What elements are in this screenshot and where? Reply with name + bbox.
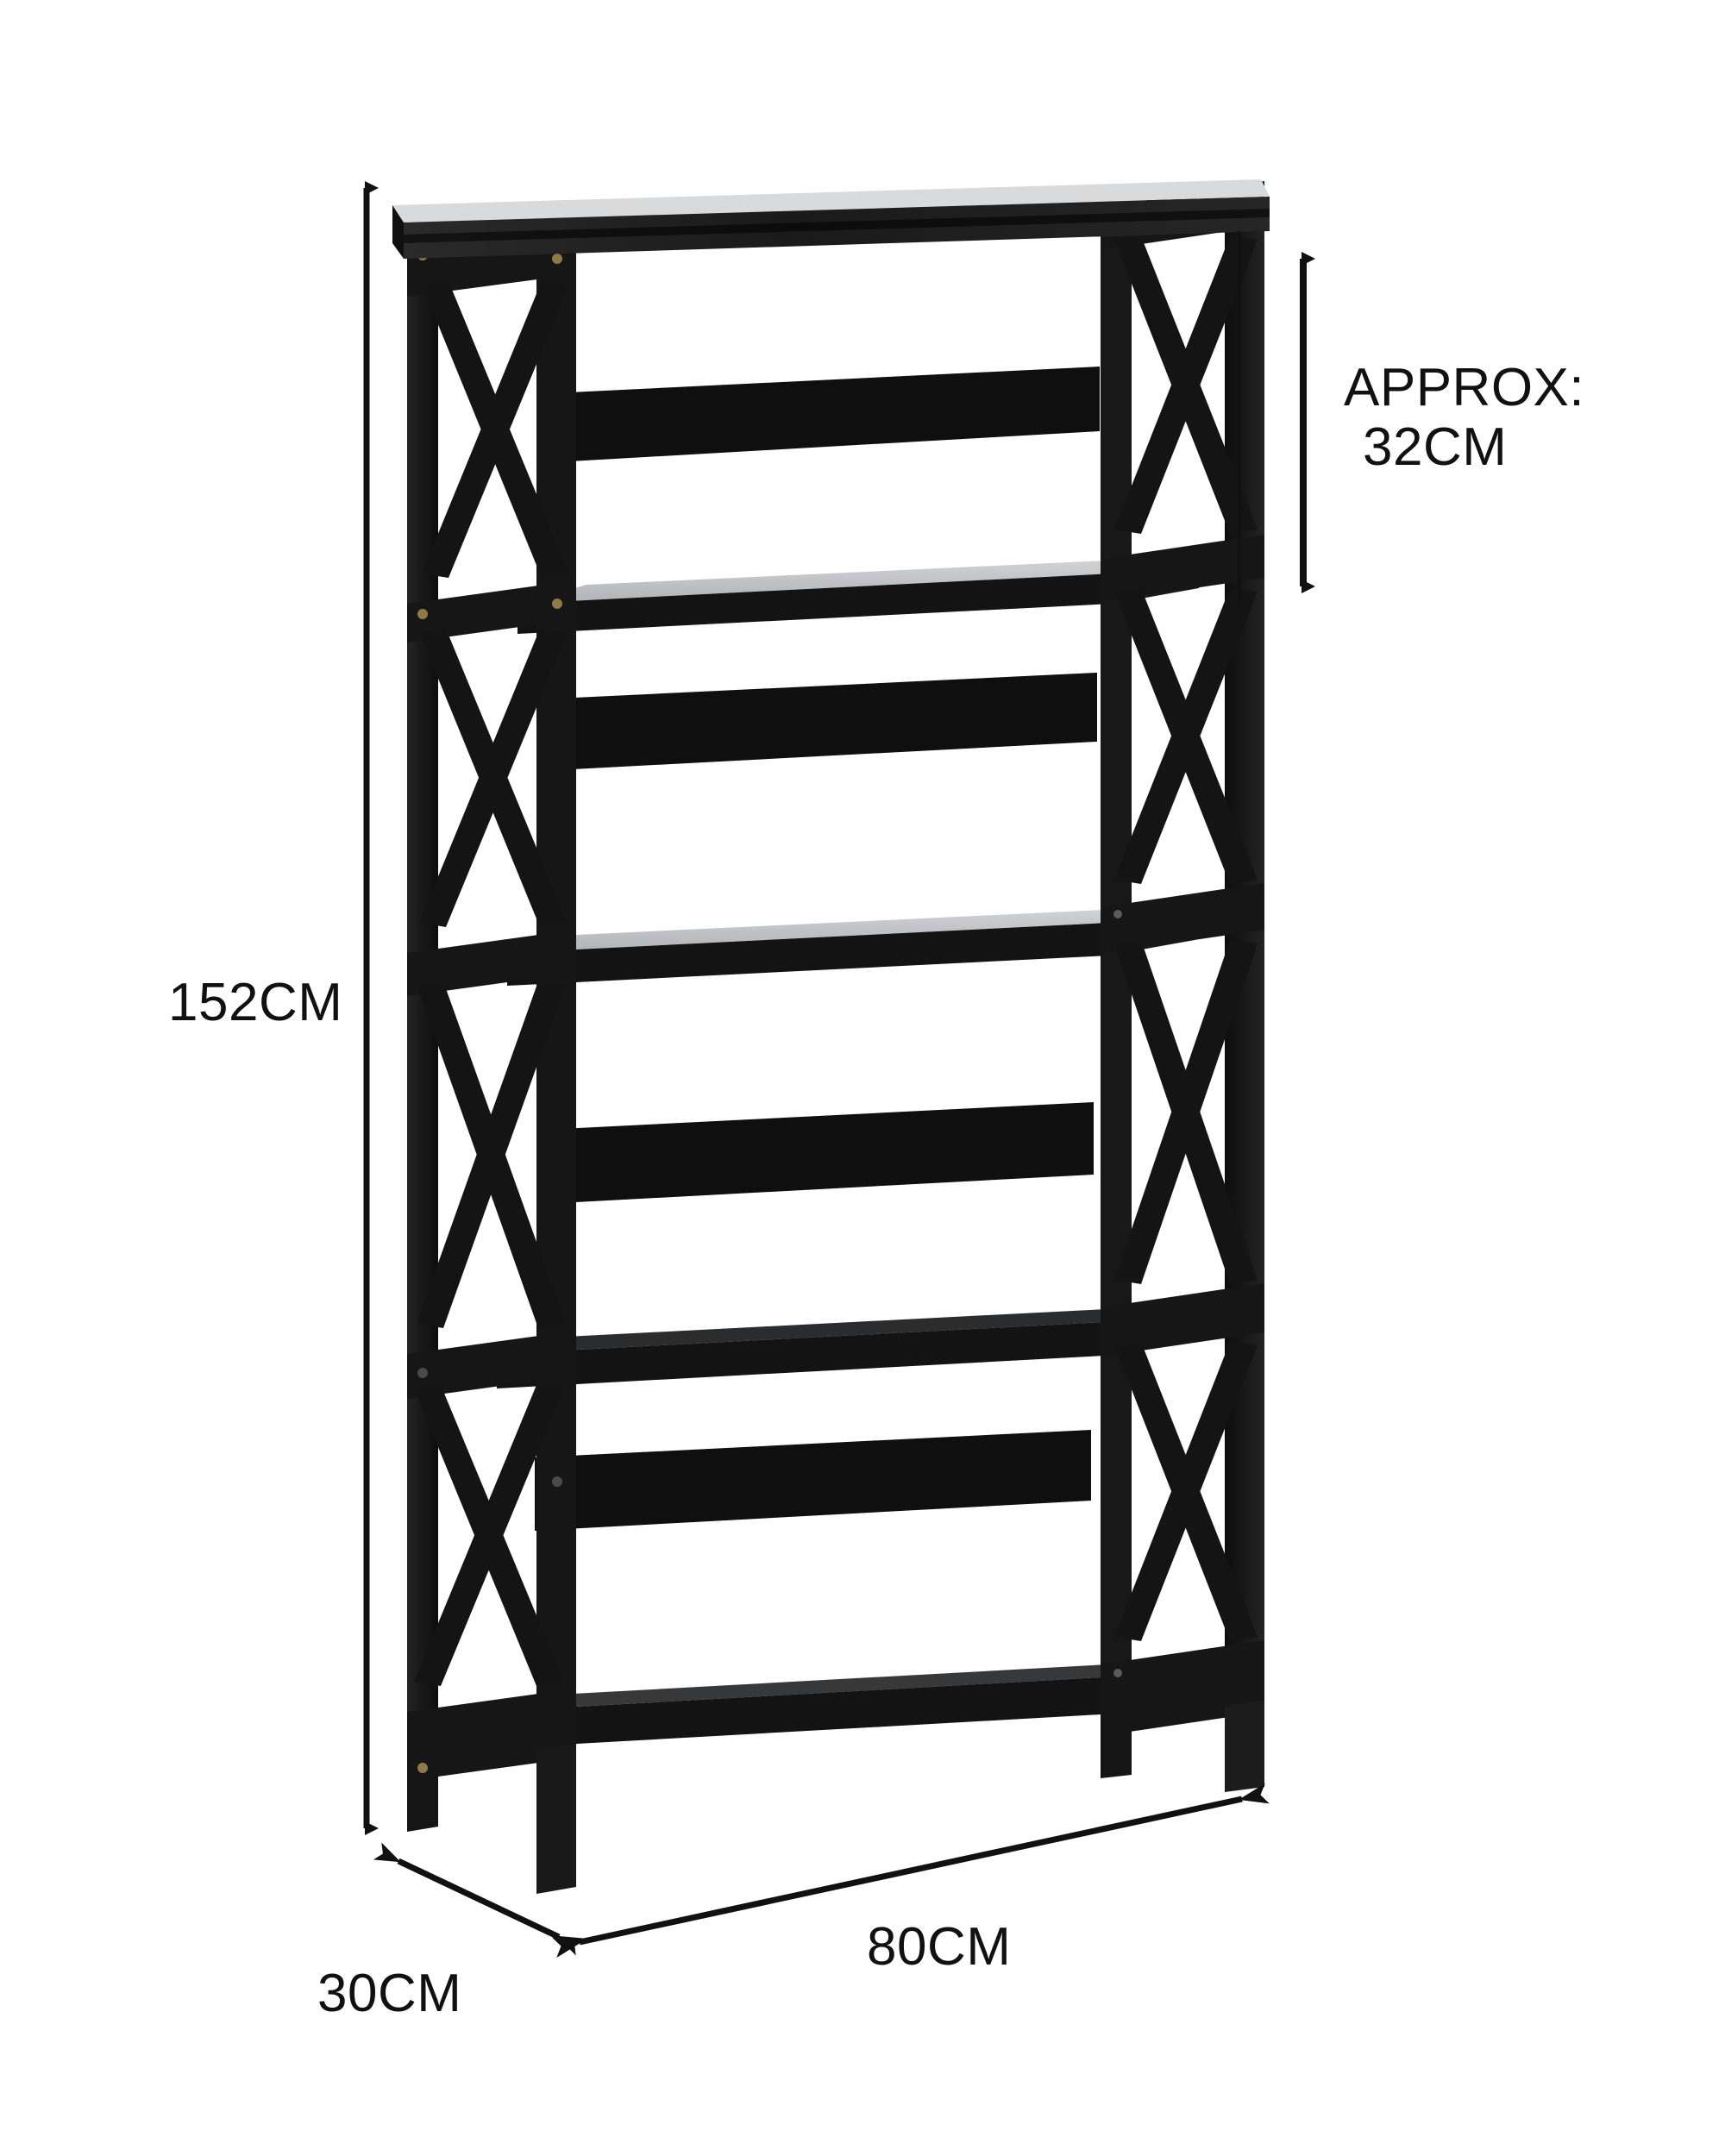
x-brace (414, 1385, 564, 1686)
x-brace (422, 281, 569, 578)
shelf-gap-value: 32CM (1363, 417, 1508, 478)
screw-dot (552, 599, 562, 609)
dimension-lines-group (363, 181, 1315, 1959)
back-rail (556, 673, 1097, 770)
screw-dot (1113, 910, 1122, 918)
panel-rail (407, 1689, 576, 1781)
x-brace (1114, 1342, 1258, 1641)
x-brace (419, 629, 568, 927)
back-rail (569, 367, 1100, 461)
shelf-gap-qualifier: APPROX: (1344, 358, 1585, 417)
top-board-surface (392, 179, 1270, 222)
depth-dimension-label: 30CM (317, 1964, 462, 2023)
x-brace (1114, 940, 1258, 1284)
leg (1101, 1714, 1132, 1778)
panel-rail (1101, 1640, 1264, 1736)
leg (407, 1763, 438, 1832)
screw-dot (1113, 1669, 1122, 1677)
screw-dot (417, 1368, 428, 1378)
panel-rail (407, 1331, 576, 1399)
panel-rail (1101, 535, 1264, 602)
panel-rail (1101, 883, 1264, 954)
depth-dimension-arrow (373, 1842, 585, 1956)
back-rails-group (535, 367, 1100, 1531)
top-board (392, 179, 1270, 259)
right-side-panel (1101, 181, 1264, 1792)
height-dimension-label: 152CM (168, 973, 343, 1032)
screw-dot (417, 1763, 428, 1773)
back-rail (543, 1102, 1094, 1204)
x-brace (1114, 588, 1258, 884)
panel-rail (1101, 1283, 1264, 1357)
screw-dot (552, 254, 562, 264)
shelf-gap-dimension-label: APPROX:32CM (1344, 358, 1584, 478)
panel-rail (407, 580, 576, 642)
bookshelf-illustration (392, 179, 1270, 1894)
screw-dot (552, 1476, 562, 1487)
top-board-left-edge (392, 205, 404, 259)
left-side-panel (407, 235, 576, 1894)
leg (536, 1744, 576, 1894)
screw-dot (417, 609, 428, 619)
leg (1225, 1701, 1264, 1792)
back-rail (535, 1430, 1091, 1531)
width-dimension-arrow (552, 1783, 1270, 1959)
panel-rail (407, 930, 576, 996)
top-board-shadow-line (404, 209, 1270, 243)
x-brace (417, 981, 566, 1328)
x-brace (1114, 236, 1258, 534)
width-dimension-label: 80CM (867, 1917, 1012, 1977)
